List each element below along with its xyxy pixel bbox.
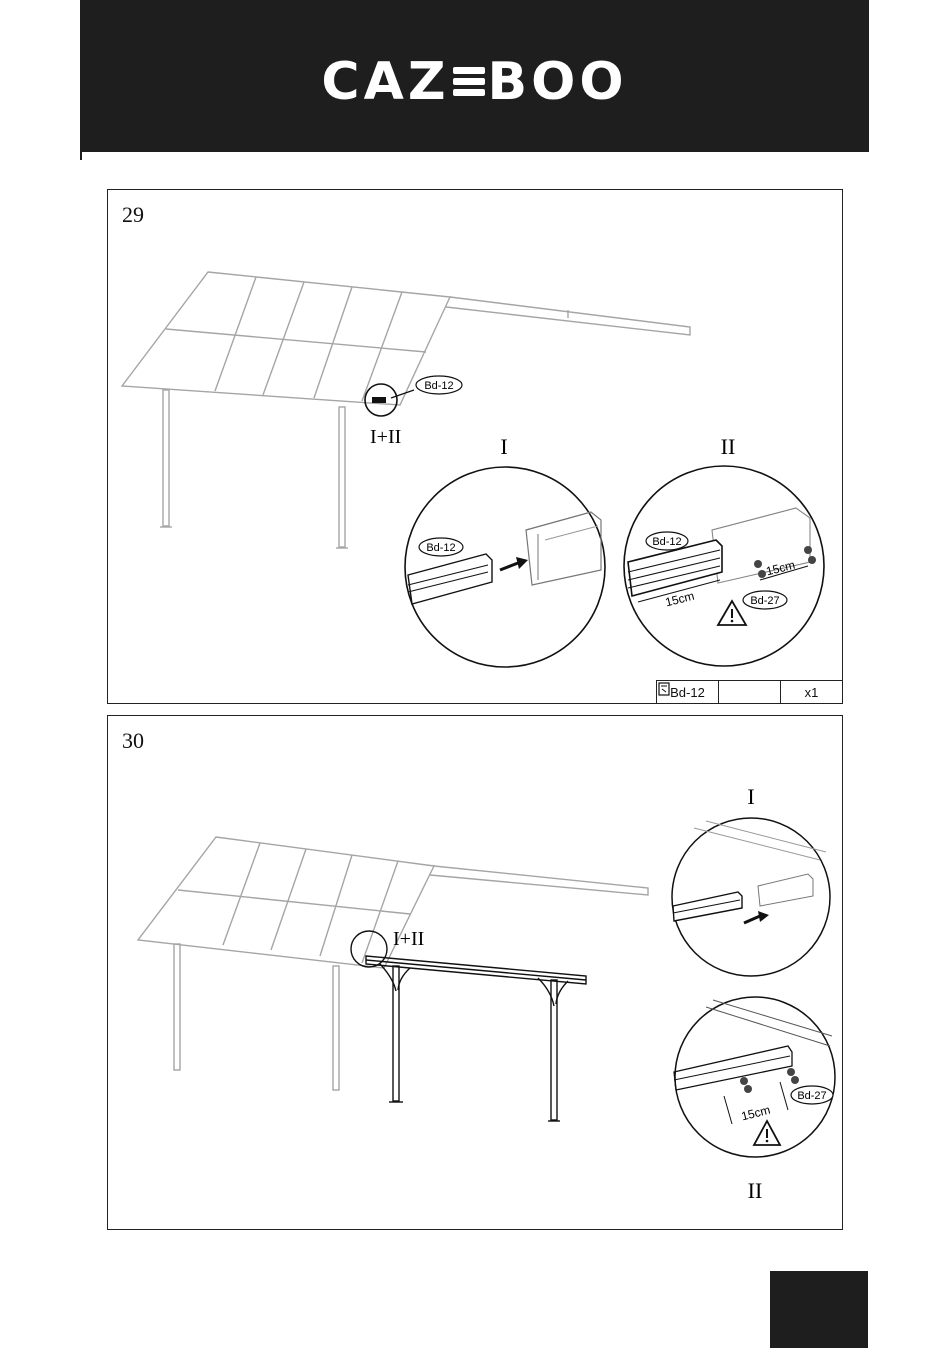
callout-marker: Bd-12 I+II [365, 376, 462, 448]
step-29-panel: 29 Bd-12 I+II I [107, 189, 843, 704]
step-30-illustration: I+II I [108, 716, 844, 1231]
front-beam [366, 956, 586, 1121]
detail-II-label: II [748, 1178, 763, 1203]
brand-header: CAZ BOO [80, 0, 869, 152]
detail-II-label: II [721, 434, 736, 459]
callout-main-label: I+II [370, 426, 401, 448]
detail-II: II Bd-12 15cm 15cm Bd-27 [624, 434, 824, 666]
step-30-panel: 30 I+II [107, 715, 843, 1230]
logo-equal-icon [451, 61, 487, 101]
page-corner-block [770, 1271, 868, 1348]
callout-part-label: Bd-12 [424, 380, 453, 392]
step-29-illustration: Bd-12 I+II I Bd-12 II [108, 190, 844, 705]
callout-main-label: I+II [393, 928, 424, 950]
detail-I-label: I [500, 434, 507, 459]
parts-bag-icon [657, 681, 671, 697]
canopy-roof [122, 272, 690, 548]
detail-I-part-label: Bd-12 [426, 542, 455, 554]
detail-I-label: I [747, 784, 754, 809]
detail-II-part-label: Bd-12 [652, 536, 681, 548]
logo-text-left: CAZ [321, 52, 449, 112]
parts-list-bag-cell [719, 681, 781, 704]
screw-label: Bd-27 [750, 595, 779, 607]
parts-list-table: Bd-12 x1 [656, 680, 843, 704]
screw-label: Bd-27 [797, 1090, 826, 1102]
detail-II: 15cm Bd-27 II [674, 997, 835, 1203]
detail-I: I Bd-12 [405, 434, 605, 667]
header-edge-mark [80, 152, 82, 160]
detail-I: I [672, 784, 830, 976]
logo-text-right: BOO [488, 52, 628, 112]
parts-list-qty: x1 [781, 681, 843, 704]
